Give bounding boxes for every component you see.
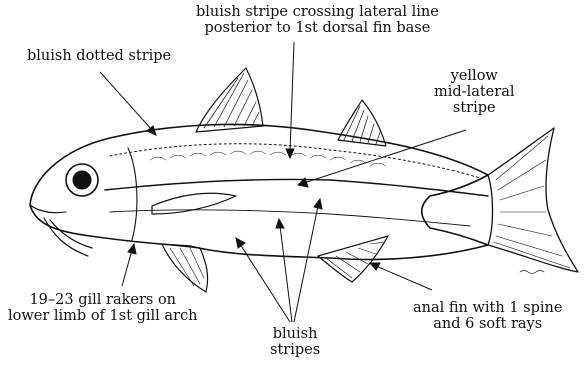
opercle-line	[128, 148, 137, 240]
arrowhead-anal-fin	[370, 263, 380, 270]
first-dorsal-fin-rays	[204, 73, 259, 128]
caudal-fin	[488, 128, 578, 272]
label-line: mid-lateral	[434, 84, 514, 100]
leader-bluish-stripes-3	[294, 206, 318, 322]
label-line: bluish	[270, 326, 320, 342]
arrowhead-gill-rakers	[128, 244, 136, 254]
caudal-fin-rays	[494, 136, 570, 268]
label-line: 19–23 gill rakers on	[8, 292, 197, 308]
label-line: stripe	[434, 100, 514, 116]
arrowhead-dotted-stripe	[147, 126, 156, 135]
leader-bluish-stripes-2	[280, 226, 292, 322]
leader-crossing-stripe	[290, 42, 294, 152]
arrowhead-bluish-stripes-1	[236, 238, 245, 248]
label-line: posterior to 1st dorsal fin base	[196, 20, 439, 36]
label-yellow-stripe: yellow mid-lateral stripe	[434, 68, 514, 116]
leader-lines	[100, 42, 466, 322]
label-dotted-stripe: bluish dotted stripe	[27, 48, 171, 64]
leader-gill-rakers	[122, 250, 132, 286]
barbels	[44, 218, 92, 256]
eye-pupil	[73, 171, 91, 189]
label-line: anal fin with 1 spine	[413, 300, 562, 316]
arrowhead-crossing-stripe	[286, 149, 294, 158]
label-crossing-stripe: bluish stripe crossing lateral line post…	[196, 4, 439, 36]
label-bluish-stripes: bluish stripes	[270, 326, 320, 358]
mid-lateral-stripe	[105, 179, 488, 196]
label-line: bluish dotted stripe	[27, 48, 171, 64]
label-line: yellow	[434, 68, 514, 84]
scale-pattern	[150, 151, 386, 166]
fish-body	[30, 124, 488, 259]
label-line: and 6 soft rays	[413, 316, 562, 332]
first-dorsal-fin	[196, 68, 263, 132]
artist-signature	[520, 271, 544, 274]
label-gill-rakers: 19–23 gill rakers on lower limb of 1st g…	[8, 292, 197, 324]
pelvic-fin	[162, 244, 208, 292]
label-line: stripes	[270, 342, 320, 358]
leader-dotted-stripe	[100, 72, 152, 130]
lower-stripe	[110, 210, 470, 226]
pectoral-fin	[152, 193, 236, 214]
mouth	[30, 205, 66, 213]
dotted-stripe	[110, 144, 480, 178]
label-line: lower limb of 1st gill arch	[8, 308, 197, 324]
arrowhead-bluish-stripes-2	[276, 219, 284, 228]
label-line: bluish stripe crossing lateral line	[196, 4, 439, 20]
leader-anal-fin	[376, 266, 432, 290]
label-anal-fin: anal fin with 1 spine and 6 soft rays	[413, 300, 562, 332]
second-dorsal-fin	[338, 100, 386, 146]
pelvic-fin-rays	[170, 248, 204, 286]
arrowhead-bluish-stripes-3	[314, 199, 322, 209]
